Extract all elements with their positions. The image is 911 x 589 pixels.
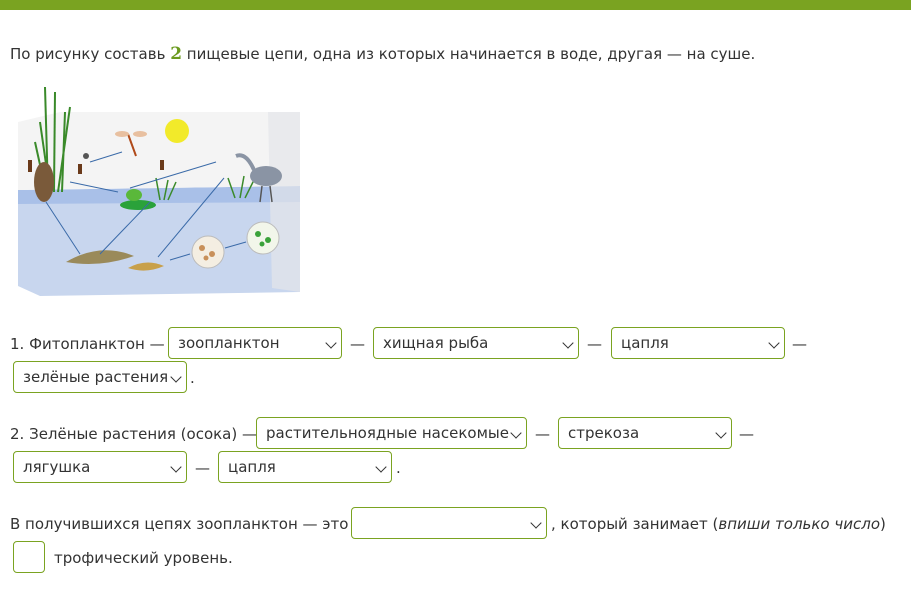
chain2-select2[interactable]: стрекоза: [558, 417, 732, 449]
question-hint: впиши только число: [718, 515, 880, 533]
chain2-select4[interactable]: цапля: [218, 451, 392, 483]
chain1-select4[interactable]: зелёные растения: [13, 361, 187, 393]
small-fish-icon: [128, 262, 164, 271]
water-area: [18, 202, 300, 296]
chain1-select2[interactable]: хищная рыба: [373, 327, 579, 359]
chevron-down-icon: [375, 461, 387, 473]
zooplankton-icon: [191, 235, 225, 269]
chain2-end: .: [396, 459, 401, 477]
chevron-down-icon: [170, 371, 182, 383]
chain1-end: .: [190, 369, 195, 387]
chain1-start: 1. Фитопланктон —: [10, 335, 165, 353]
chevron-down-icon: [510, 427, 522, 439]
chain1-row2: зелёные растения .: [10, 361, 410, 395]
chevron-down-icon: [170, 461, 182, 473]
phytoplankton-icon: [246, 221, 280, 255]
chevron-down-icon: [715, 427, 727, 439]
chain2-start: 2. Зелёные растения (осока) —: [10, 425, 257, 443]
task-prefix: По рисунку составь: [10, 45, 171, 63]
chain2-select1[interactable]: растительноядные насекомые: [256, 417, 527, 449]
chain1-select1[interactable]: зоопланктон: [168, 327, 342, 359]
chain2-select3[interactable]: лягушка: [13, 451, 187, 483]
question-text3: ): [880, 515, 886, 533]
beaver-icon: [34, 162, 54, 202]
top-accent-bar: [0, 0, 911, 10]
question-text4: трофический уровень.: [54, 549, 233, 567]
chain2-dash2: —: [739, 425, 754, 443]
chain2-dash3: —: [195, 459, 210, 477]
chain1-select1-value: зоопланктон: [178, 334, 280, 352]
chain1-select3-value: цапля: [621, 334, 669, 352]
task-number: 2: [170, 44, 183, 64]
chain2-select4-value: цапля: [228, 458, 276, 476]
frog-icon: [126, 189, 142, 201]
chain1-dash1: —: [350, 335, 365, 353]
sun-icon: [165, 119, 189, 143]
dragonfly-icon: [115, 131, 147, 157]
chain1-row1: 1. Фитопланктон — зоопланктон — хищная р…: [10, 327, 910, 361]
chain1-select4-value: зелёные растения: [23, 368, 169, 386]
heron-icon: [235, 153, 282, 203]
grass-icon: [155, 175, 255, 201]
pike-icon: [66, 250, 134, 264]
task-suffix: пищевые цепи, одна из которых начинается…: [182, 45, 756, 63]
question-text1: В получившихся цепях зоопланктон — это: [10, 515, 349, 533]
air-area: [18, 112, 300, 190]
chain2-row1: 2. Зелёные растения (осока) — растительн…: [10, 417, 910, 451]
task-text: По рисунку составь 2 пищевые цепи, одна …: [10, 44, 755, 64]
question-text2-group: , который занимает (впиши только число): [551, 507, 886, 541]
chain2-select2-value: стрекоза: [568, 424, 640, 442]
insect-icon: [83, 153, 89, 159]
chain1-dash3: —: [792, 335, 807, 353]
chain2-select1-value: растительноядные насекомые: [266, 424, 509, 442]
role-select[interactable]: [351, 507, 547, 539]
question-row1: В получившихся цепях зоопланктон — это ,…: [10, 507, 910, 541]
lily-pad-icon: [120, 200, 156, 210]
chevron-down-icon: [530, 517, 542, 529]
chevron-down-icon: [768, 337, 780, 349]
food-web-illustration: [18, 86, 300, 296]
arrow-icon: [45, 151, 247, 261]
chain2-select3-value: лягушка: [23, 458, 91, 476]
chain2-dash1: —: [535, 425, 550, 443]
chain1-select2-value: хищная рыба: [383, 334, 489, 352]
question-text2: , который занимает (: [551, 515, 719, 533]
chevron-down-icon: [562, 337, 574, 349]
chain2-row2: лягушка — цапля .: [10, 451, 510, 485]
box-side: [268, 112, 300, 292]
trophic-level-input[interactable]: [13, 541, 45, 573]
chain1-select3[interactable]: цапля: [611, 327, 785, 359]
chain1-dash2: —: [587, 335, 602, 353]
question-row2: трофический уровень.: [10, 541, 410, 575]
chevron-down-icon: [325, 337, 337, 349]
